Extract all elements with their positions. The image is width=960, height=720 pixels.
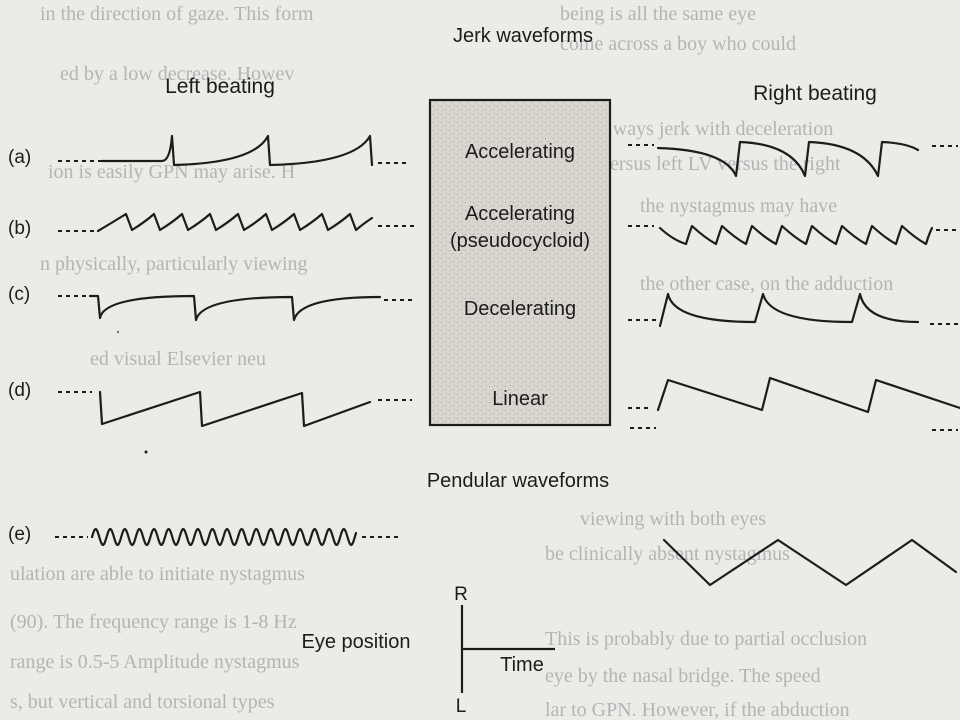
bleed-through-line: come across a boy who could: [560, 33, 796, 55]
bleed-through-line: This is probably due to partial occlusio…: [545, 628, 867, 650]
row-letter-c: (c): [8, 284, 30, 305]
bleed-through-line: in the direction of gaze. This form: [40, 3, 314, 25]
linear-label: Linear: [492, 388, 548, 410]
bleed-through-line: (90). The frequency range is 1-8 Hz: [10, 611, 297, 633]
bleed-through-line: versus left LV versus the right: [600, 153, 841, 175]
bleed-through-line: ulation are able to initiate nystagmus: [10, 563, 305, 585]
bleed-through-line: is always jerk with deceleration: [580, 118, 833, 140]
accelerating-pseudocycloid-label: Accelerating: [465, 203, 575, 225]
waveform-b-left: [96, 212, 374, 233]
time-label: Time: [500, 654, 544, 676]
bleed-through-text: in the direction of gaze. This form ed by…: [10, 3, 893, 720]
waveform-e-pendular: [90, 527, 358, 547]
bleed-through-line: being is all the same eye: [560, 3, 756, 25]
bleed-through-line: ion is easily GPN may arise. H: [48, 161, 295, 183]
right-beating-heading: Right beating: [753, 82, 877, 105]
waveform-b-right: [658, 224, 934, 246]
eye-position-label: Eye position: [302, 631, 411, 653]
waveform-d-left: [98, 390, 372, 428]
row-letter-e: (e): [8, 524, 31, 545]
bleed-through-line: ed by a low decrease. Howev: [60, 63, 294, 85]
waveform-label-box: [428, 98, 612, 427]
bleed-through-line: the nystagmus may have: [640, 195, 837, 217]
waveform-c-right: [658, 292, 920, 328]
row-letter-d: (d): [8, 380, 31, 401]
bleed-through-line: s, but vertical and torsional types: [10, 691, 275, 713]
waveform-a-left: [100, 134, 374, 167]
bleed-through-line: viewing with both eyes: [580, 508, 766, 530]
bleed-through-line: the other case, on the adduction: [640, 273, 893, 295]
bleed-through-line: ed visual Elsevier neu: [90, 348, 266, 370]
row-letter-a: (a): [8, 147, 31, 168]
accelerating-label: Accelerating: [465, 141, 575, 163]
waveform-a-right: [656, 140, 920, 178]
decelerating-label: Decelerating: [464, 298, 576, 320]
bleed-through-line: lar to GPN. However, if the abduction: [545, 699, 850, 720]
row-letter-b: (b): [8, 218, 31, 239]
right-marker-label: R: [454, 584, 468, 605]
scan-speck: [116, 330, 120, 334]
bleed-through-line: eye by the nasal bridge. The speed: [545, 665, 821, 687]
left-marker-label: L: [456, 696, 467, 717]
bleed-through-line: range is 0.5-5 Amplitude nystagmus: [10, 651, 300, 673]
bleed-through-line: be clinically absent nystagmus: [545, 543, 790, 565]
left-beating-heading: Left beating: [165, 75, 275, 98]
waveform-c-left: [88, 294, 382, 322]
pseudocycloid-label: (pseudocycloid): [450, 230, 590, 252]
waveform-e-right-zigzag: [662, 538, 958, 587]
pendular-waveforms-title: Pendular waveforms: [427, 470, 609, 492]
bleed-through-line: n physically, particularly viewing: [40, 253, 308, 275]
jerk-waveforms-title: Jerk waveforms: [453, 25, 593, 47]
scan-speck: [144, 450, 148, 454]
waveform-d-right: [656, 376, 960, 414]
